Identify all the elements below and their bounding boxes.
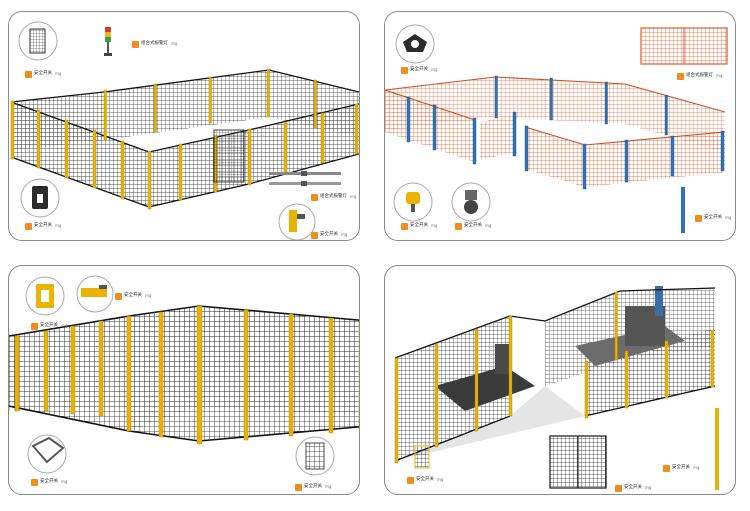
mesh-panel-icon xyxy=(640,27,728,65)
tag-bullet xyxy=(132,40,139,48)
tag-bullet xyxy=(31,322,38,330)
tag-bullet xyxy=(311,193,318,201)
latch-icon xyxy=(76,275,114,313)
tag-bullet xyxy=(115,292,122,300)
caster-wheel-icon xyxy=(451,182,491,222)
door-panel-icon xyxy=(414,445,430,469)
tag-bullet xyxy=(401,66,408,74)
blue-post-icon xyxy=(681,187,685,233)
tag-bullet xyxy=(311,231,318,239)
tag-bullet xyxy=(25,70,32,78)
tag-bullet xyxy=(695,214,702,222)
tag-bullet xyxy=(455,222,462,230)
fence-illustration-box xyxy=(9,275,359,476)
clamp-icon xyxy=(395,24,435,64)
tag-bullet xyxy=(677,72,684,80)
tag-bullet xyxy=(615,484,622,492)
yellow-post-icon xyxy=(715,408,719,490)
tag-bullet xyxy=(663,464,670,472)
foot-mount-icon xyxy=(393,182,433,222)
tag-bullet xyxy=(401,222,408,230)
fence-illustration-black-yellow xyxy=(10,21,359,240)
tag-bullet xyxy=(31,478,38,486)
fence-illustration-orange-blue xyxy=(385,24,728,233)
alarm-light-icon xyxy=(25,276,65,316)
signal-light-icon xyxy=(104,27,112,56)
mesh-door-icon xyxy=(295,436,335,476)
hinge-rod-icon xyxy=(269,171,341,186)
door-panel-icon xyxy=(18,21,58,61)
safety-switch-icon xyxy=(20,178,60,218)
tag-bullet xyxy=(407,476,414,484)
door-lock-icon xyxy=(278,203,316,240)
large-mesh-panel-icon xyxy=(549,435,607,489)
bracket-icon xyxy=(27,434,67,474)
tag-bullet xyxy=(295,483,302,491)
tag-bullet xyxy=(25,222,32,230)
fence-illustration-robot-cell xyxy=(394,286,719,490)
